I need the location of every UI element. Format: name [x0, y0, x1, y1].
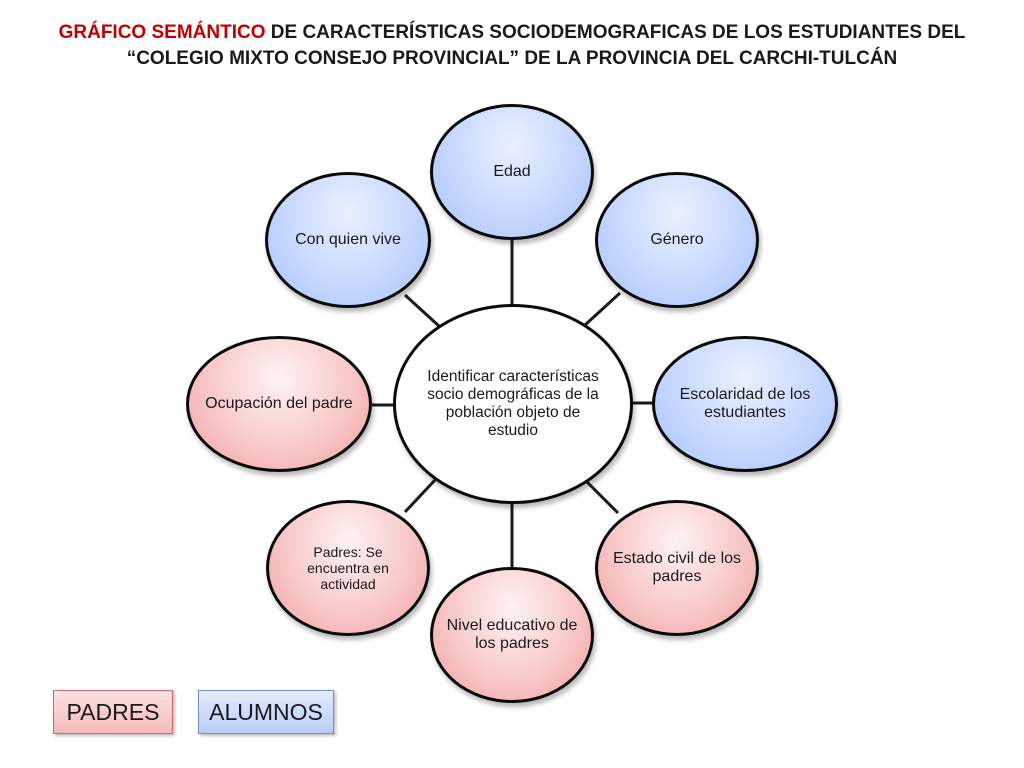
- node-escolaridad-label: Escolaridad de los estudiantes: [679, 386, 811, 421]
- node-nivel-educativo: Nivel educativo de los padres: [430, 567, 594, 703]
- node-genero: Género: [595, 172, 759, 308]
- legend-alumnos-label: ALUMNOS: [209, 698, 323, 725]
- connector-padres-actividad: [403, 478, 437, 514]
- connector-genero: [583, 291, 622, 327]
- node-ocupacion-padre-label: Ocupación del padre: [205, 395, 353, 412]
- page-title: GRÁFICO SEMÁNTICO DE CARACTERÍSTICAS SOC…: [0, 20, 1024, 72]
- legend-padres-label: PADRES: [66, 698, 160, 725]
- connector-con-quien-vive: [403, 293, 442, 329]
- connector-estado-civil: [583, 478, 620, 515]
- node-con-quien-vive-label: Con quien vive: [295, 231, 401, 248]
- node-edad-label: Edad: [493, 163, 531, 180]
- node-ocupacion-padre: Ocupación del padre: [186, 336, 372, 472]
- center-node-label: Identificar características socio demogr…: [427, 368, 599, 439]
- node-padres-actividad: Padres: Se encuentra en actividad: [266, 500, 430, 636]
- node-estado-civil-label: Estado civil de los padres: [612, 550, 742, 585]
- node-estado-civil: Estado civil de los padres: [595, 500, 759, 636]
- node-genero-label: Género: [650, 231, 704, 248]
- legend-padres: PADRES: [53, 690, 173, 734]
- title-line2: “COLEGIO MIXTO CONSEJO PROVINCIAL” DE LA…: [126, 48, 898, 69]
- node-escolaridad: Escolaridad de los estudiantes: [652, 336, 838, 472]
- title-line1-rest: DE CARACTERÍSTICAS SOCIODEMOGRAFICAS DE …: [265, 22, 966, 43]
- legend-alumnos: ALUMNOS: [198, 690, 334, 734]
- node-nivel-educativo-label: Nivel educativo de los padres: [446, 617, 578, 652]
- title-accent: GRÁFICO SEMÁNTICO: [58, 22, 266, 43]
- node-edad: Edad: [430, 104, 594, 240]
- node-padres-actividad-label: Padres: Se encuentra en actividad: [307, 544, 389, 592]
- center-node: Identificar características socio demogr…: [393, 304, 633, 504]
- node-con-quien-vive: Con quien vive: [265, 172, 431, 308]
